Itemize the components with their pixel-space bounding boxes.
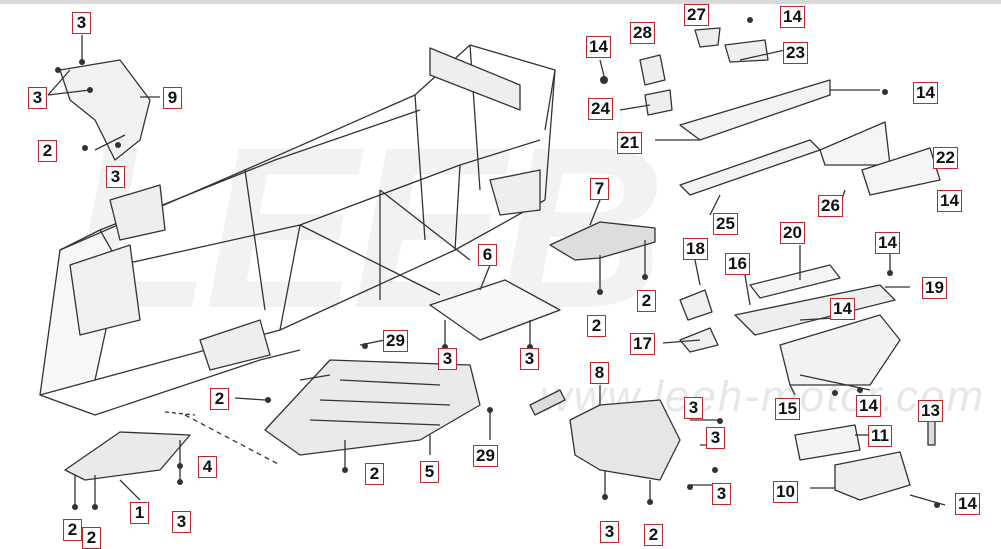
callout-label-3: 3 [684, 397, 703, 419]
callout-label-10: 10 [773, 481, 798, 503]
callout-label-2: 2 [365, 463, 384, 485]
callout-label-2: 2 [644, 524, 663, 546]
callout-label-24: 24 [588, 98, 613, 120]
top-border [0, 0, 1001, 4]
callout-label-3: 3 [72, 12, 91, 34]
callout-label-25: 25 [713, 213, 738, 235]
brand-watermark: LEEB [70, 99, 665, 356]
callout-label-14: 14 [780, 6, 805, 28]
callout-label-17: 17 [630, 333, 655, 355]
callout-label-23: 23 [783, 42, 808, 64]
callout-label-14: 14 [856, 395, 881, 417]
callout-label-16: 16 [725, 253, 750, 275]
callout-label-2: 2 [210, 388, 229, 410]
callout-label-26: 26 [818, 195, 843, 217]
callout-label-2: 2 [63, 519, 82, 541]
callout-label-29: 29 [473, 445, 498, 467]
callout-label-2: 2 [637, 290, 656, 312]
callout-label-1: 1 [130, 502, 149, 524]
callout-label-3: 3 [438, 348, 457, 370]
main-frame [39, 44, 556, 416]
callout-label-3: 3 [706, 427, 725, 449]
callout-label-18: 18 [683, 238, 708, 260]
callout-label-14: 14 [875, 232, 900, 254]
callout-label-3: 3 [106, 166, 125, 188]
callout-label-8: 8 [590, 362, 609, 384]
callout-label-29: 29 [383, 330, 408, 352]
callout-label-21: 21 [617, 132, 642, 154]
callout-label-7: 7 [590, 178, 609, 200]
callout-label-3: 3 [172, 511, 191, 533]
callout-label-27: 27 [684, 4, 709, 26]
callout-label-20: 20 [780, 222, 805, 244]
callout-label-28: 28 [630, 22, 655, 44]
callout-label-9: 9 [163, 87, 182, 109]
callout-label-22: 22 [933, 147, 958, 169]
callout-label-5: 5 [420, 461, 439, 483]
callout-label-3: 3 [28, 87, 47, 109]
callout-label-2: 2 [587, 315, 606, 337]
callout-label-3: 3 [712, 483, 731, 505]
callout-label-14: 14 [913, 82, 938, 104]
callout-label-14: 14 [830, 298, 855, 320]
callout-label-13: 13 [918, 400, 943, 422]
callout-label-3: 3 [600, 521, 619, 543]
callout-label-11: 11 [868, 425, 892, 447]
callout-label-2: 2 [38, 140, 57, 162]
callout-label-14: 14 [955, 493, 980, 515]
callout-label-14: 14 [586, 36, 611, 58]
callout-label-2: 2 [82, 527, 101, 549]
callout-label-6: 6 [478, 244, 497, 266]
callout-label-15: 15 [775, 398, 800, 420]
callout-label-19: 19 [922, 277, 947, 299]
callout-label-14: 14 [937, 190, 962, 212]
callout-label-3: 3 [520, 348, 539, 370]
callout-label-4: 4 [198, 456, 217, 478]
